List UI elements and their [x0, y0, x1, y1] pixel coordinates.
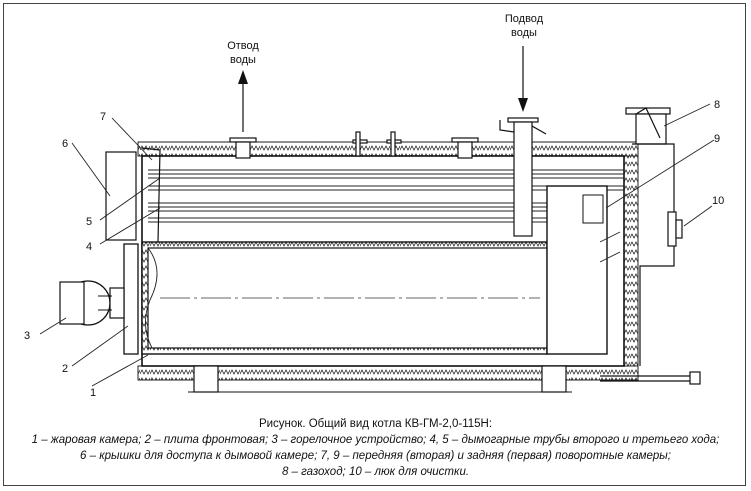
support-front	[193, 365, 219, 393]
label-num-1: 1	[90, 387, 96, 399]
smoke-tubes	[148, 169, 624, 223]
burner	[59, 280, 125, 326]
label-inlet-1: Подвод	[505, 13, 544, 25]
leader-lines	[39, 103, 715, 387]
inlet-arrow	[518, 46, 528, 112]
rear-turning-chamber	[546, 185, 621, 355]
drain-pipe	[600, 371, 701, 385]
label-num-2: 2	[62, 363, 68, 375]
label-num-4: 4	[86, 241, 92, 253]
support-rear	[541, 365, 567, 393]
flue-duct	[625, 107, 675, 366]
cleaning-hatch	[667, 211, 683, 247]
label-num-8: 8	[714, 99, 720, 111]
label-outlet-1: Отвод	[227, 40, 259, 52]
label-num-6: 6	[62, 138, 68, 150]
furnace	[141, 241, 548, 355]
label-num-5: 5	[86, 216, 92, 228]
caption-line-3: 8 – газоход; 10 – люк для очистки.	[281, 466, 470, 478]
insulation-top	[137, 141, 639, 157]
caption-line-1: 1 – жаровая камера; 2 – плита фронтовая;…	[31, 434, 720, 446]
inlet-pipe	[499, 117, 547, 237]
front-plate	[123, 243, 139, 355]
label-num-9: 9	[714, 133, 720, 145]
caption-title: Рисунок. Общий вид котла КВ-ГМ-2,0-115Н:	[258, 418, 493, 430]
insulation-right	[623, 155, 639, 367]
label-inlet-2: воды	[511, 27, 537, 39]
label-num-7: 7	[100, 111, 106, 123]
outlet-arrow	[238, 70, 248, 132]
caption-line-2: 6 – крышки для доступа к дымовой камере;…	[80, 450, 671, 462]
front-chamber	[105, 147, 161, 243]
label-num-10: 10	[712, 195, 724, 207]
label-num-3: 3	[24, 330, 30, 342]
top-nozzles	[229, 131, 479, 159]
label-outlet-2: воды	[230, 54, 256, 66]
